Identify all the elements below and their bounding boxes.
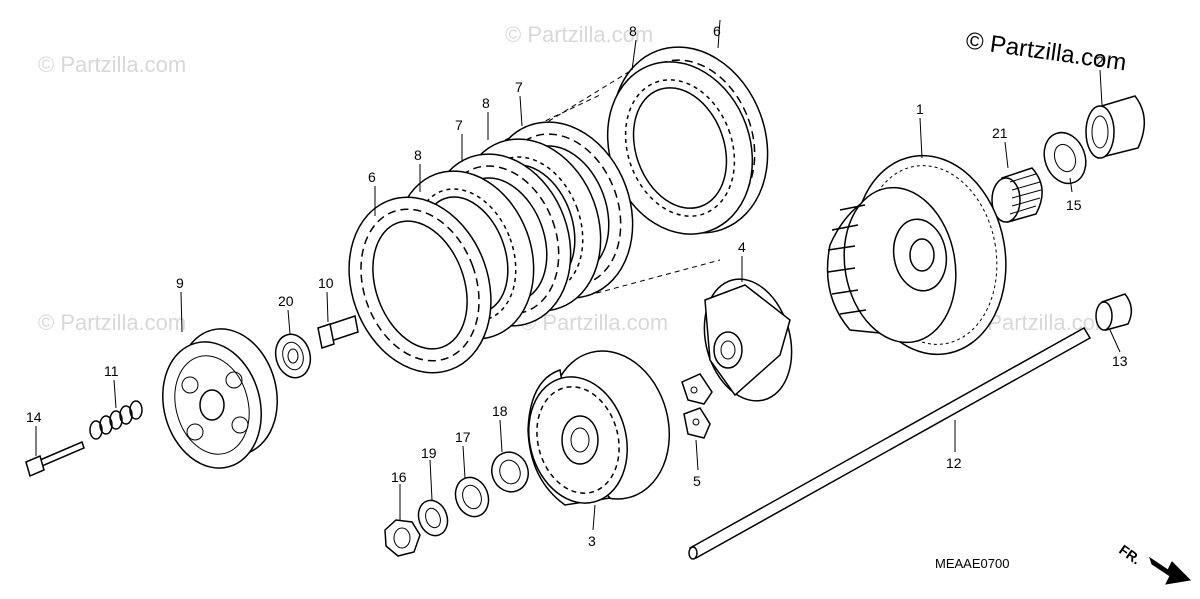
- copyright-text: © Partzilla.com: [964, 27, 1128, 76]
- callout-1: 1: [916, 101, 924, 117]
- callout-5: 5: [693, 473, 701, 489]
- callout-12: 12: [946, 455, 962, 471]
- callout-numbers: 2 1 21 15 4 6 8 7 8 7 8 6 9 10 20 11 14 …: [26, 23, 1128, 549]
- callout-3: 3: [588, 533, 596, 549]
- part-10-bolt[interactable]: [317, 315, 359, 349]
- callout-leaders: [35, 19, 1121, 531]
- part-12-lifter-rod[interactable]: [688, 326, 1092, 560]
- callout-19: 19: [421, 445, 437, 461]
- part-13-collar[interactable]: [1095, 293, 1133, 331]
- callout-8: 8: [482, 95, 490, 111]
- callout-4: 4: [738, 239, 746, 255]
- callout-14: 14: [26, 409, 42, 425]
- callout-16: 15: [1066, 197, 1082, 213]
- part-16-washer[interactable]: [1037, 127, 1092, 190]
- callout-8-rear: 8: [629, 23, 637, 39]
- part-18-washer[interactable]: [486, 447, 534, 497]
- arrow-icon: [1149, 556, 1192, 585]
- direction-label: FR.: [1116, 541, 1144, 567]
- callout-7-front: 7: [455, 117, 463, 133]
- part-14-flange-bolt[interactable]: [25, 440, 85, 478]
- part-2-collar[interactable]: [1085, 95, 1145, 159]
- callout-17: 17: [455, 429, 471, 445]
- watermark: © Partzilla.com: [38, 310, 186, 335]
- part-17-washer[interactable]: [450, 473, 494, 522]
- part-3-clutch-center[interactable]: [515, 338, 685, 515]
- part-9-pressure-plate[interactable]: [149, 318, 291, 479]
- part-1-clutch-outer[interactable]: [826, 143, 1022, 366]
- callout-9: 9: [176, 275, 184, 291]
- part-5-clutch-pieces[interactable]: [681, 373, 713, 439]
- part-21-needle-bearing[interactable]: [991, 167, 1043, 223]
- callout-11: 11: [104, 363, 119, 379]
- callout-8-front: 8: [414, 147, 422, 163]
- part-11-clutch-spring[interactable]: [89, 400, 143, 440]
- callout-15: 16: [391, 469, 407, 485]
- callout-2: 2: [1096, 53, 1104, 69]
- part-8-clutch-plate-rear[interactable]: [584, 41, 776, 254]
- part-15-lock-nut[interactable]: [384, 519, 421, 557]
- callout-13: 13: [1112, 353, 1128, 369]
- callout-20: 20: [278, 293, 294, 309]
- front-direction-indicator: FR.: [1116, 541, 1192, 585]
- part-4-lifter-plate[interactable]: [691, 269, 804, 411]
- callout-7: 7: [515, 79, 523, 95]
- callout-6-front: 6: [368, 169, 376, 185]
- callout-21: 21: [992, 125, 1008, 141]
- part-19-lock-washer[interactable]: [414, 496, 453, 539]
- watermark: © Partzilla.com: [38, 52, 186, 77]
- watermark: © Partzilla.com: [505, 22, 653, 47]
- part-6-friction-disc-front[interactable]: [325, 177, 514, 393]
- callout-10: 10: [318, 275, 334, 291]
- callout-6-rear: 6: [713, 23, 721, 39]
- part-20-bearing[interactable]: [271, 330, 315, 381]
- diagram-code: MEAAE0700: [935, 556, 1009, 571]
- callout-18: 18: [492, 403, 508, 419]
